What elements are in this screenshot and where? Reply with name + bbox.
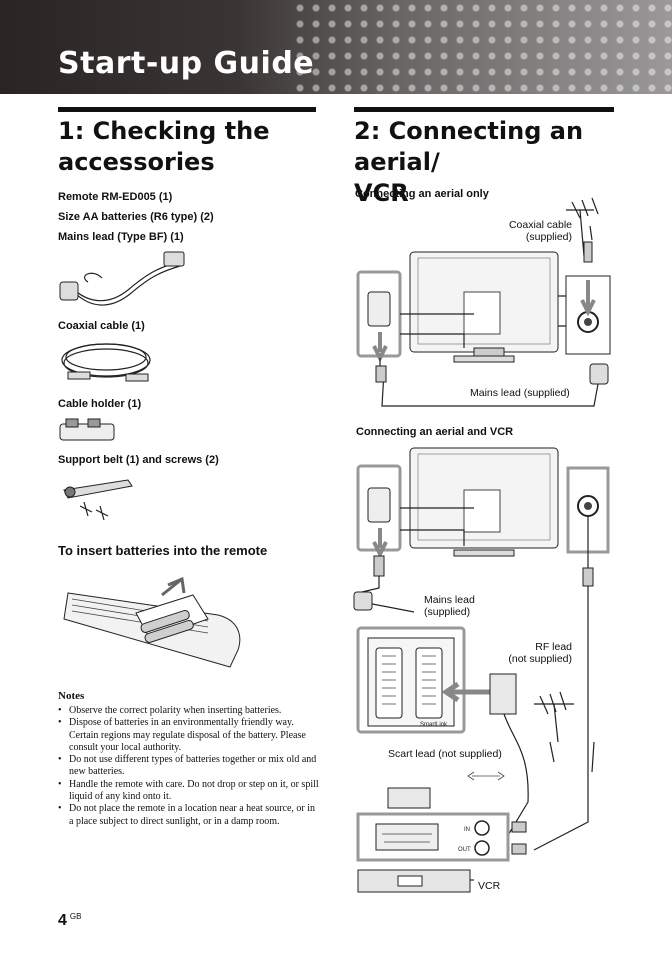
page-title: Start-up Guide (58, 46, 315, 81)
section1-title: 1: Checking the accessories (58, 116, 270, 178)
header-banner: Start-up Guide (0, 0, 672, 94)
mains-callout-line2: (supplied) (424, 606, 471, 618)
mains-lead-illustration (59, 251, 185, 306)
section2-rule (354, 107, 614, 112)
item-mains-lead: Mains lead (Type BF) (1) (58, 231, 184, 243)
note-item: Observe the correct polarity when insert… (58, 705, 320, 718)
section2-title-line2: VCR (354, 179, 409, 207)
section2-title-line1: 2: Connecting an aerial/ (354, 117, 584, 176)
section2-title: 2: Connecting an aerial/ VCR (354, 116, 672, 209)
notes-list: Observe the correct polarity when insert… (58, 705, 320, 828)
section1-rule (58, 107, 316, 112)
note-item: Handle the remote with care. Do not drop… (58, 779, 320, 804)
vcr-out-label: OUT (458, 847, 471, 853)
item-remote: Remote RM-ED005 (1) (58, 191, 173, 203)
aerial-only-diagram (356, 197, 611, 407)
section1-title-line1: 1: Checking the (58, 117, 270, 145)
item-coaxial-cable: Coaxial cable (1) (58, 320, 145, 332)
coaxial-cable-illustration (61, 343, 151, 382)
coaxial-callout-line1: Coaxial cable (508, 219, 572, 231)
vcr-label: VCR (478, 880, 501, 892)
diagram1-mains-callout: Mains lead (supplied) (470, 387, 570, 399)
batteries-heading: To insert batteries into the remote (58, 543, 268, 558)
page-number-value: 4 (58, 912, 67, 929)
diagram2-rf-callout: RF lead (not supplied) (488, 641, 572, 665)
section1-title-line2: accessories (58, 148, 215, 176)
diagram1-coaxial-callout: Coaxial cable (supplied) (470, 219, 572, 243)
item-support-belt: Support belt (1) and screws (2) (58, 454, 219, 466)
diagram2-mains-callout: Mains lead (supplied) (424, 594, 475, 618)
coaxial-callout-line2: (supplied) (525, 231, 572, 243)
page-region: GB (69, 912, 82, 921)
mains-callout-line1: Mains lead (424, 594, 475, 606)
rf-callout-line2: (not supplied) (508, 653, 572, 665)
aerial-vcr-diagram: SmartLink IN OUT (353, 447, 610, 893)
diagram2-scart-callout: Scart lead (not supplied) (388, 748, 502, 760)
rf-callout-line1: RF lead (535, 641, 572, 653)
banner-dot-pattern (292, 0, 672, 94)
cable-holder-illustration (59, 418, 115, 441)
smartlink-label: SmartLink (420, 722, 448, 728)
note-item: Dispose of batteries in an environmental… (58, 717, 320, 754)
item-cable-holder: Cable holder (1) (58, 398, 142, 410)
note-item: Do not use different types of batteries … (58, 754, 320, 779)
item-batteries: Size AA batteries (R6 type) (2) (58, 211, 214, 223)
remote-battery-illustration (63, 576, 241, 668)
support-belt-illustration (63, 479, 133, 521)
diagram2-heading: Connecting an aerial and VCR (356, 426, 514, 438)
diagram1-heading: Connecting an aerial only (355, 188, 489, 200)
notes-title: Notes (58, 690, 85, 702)
note-item: Do not place the remote in a location ne… (58, 803, 320, 828)
vcr-in-label: IN (464, 827, 470, 833)
